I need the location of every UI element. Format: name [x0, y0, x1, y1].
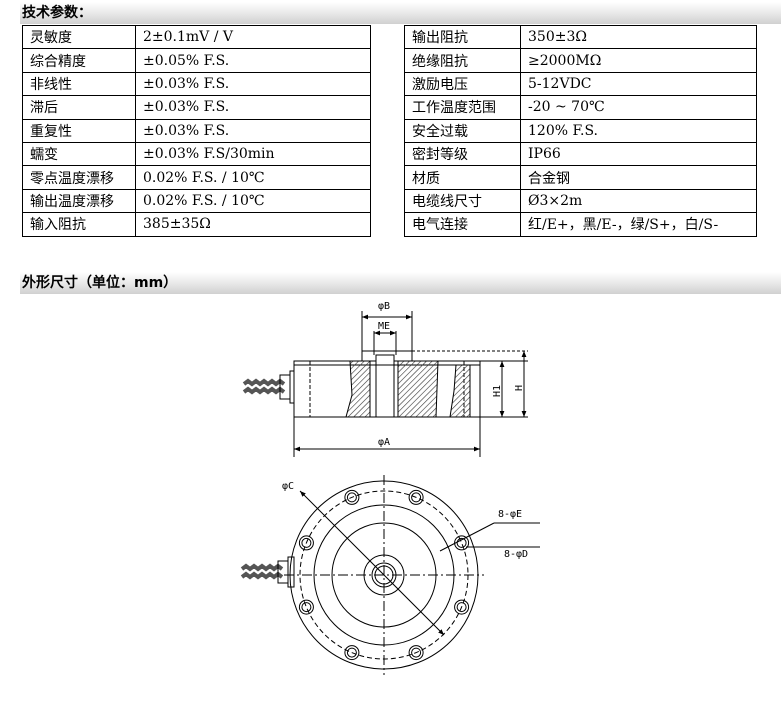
mounting-hole: [298, 535, 314, 551]
specs-section-title: 技术参数：: [20, 2, 781, 24]
spec-label: 滞后: [22, 95, 136, 120]
spec-label: 工作温度范围: [404, 95, 521, 120]
label-me: ME: [378, 321, 390, 332]
spec-value: -20 ~ 70℃: [520, 95, 757, 120]
spec-value: ±0.05% F.S.: [135, 48, 371, 73]
spec-label: 输出温度漂移: [22, 188, 136, 214]
label-phi-b: φB: [378, 301, 390, 312]
spec-label: 输出阻抗: [404, 24, 521, 50]
spec-label: 非线性: [22, 71, 136, 97]
spec-value: 385±35Ω: [135, 212, 371, 237]
spec-row: 重复性±0.03% F.S.: [22, 118, 371, 143]
spec-value: IP66: [520, 141, 757, 167]
spec-value: ±0.03% F.S.: [135, 95, 371, 120]
mounting-hole: [301, 537, 312, 548]
mounting-hole: [454, 535, 470, 551]
mounting-hole: [411, 492, 422, 503]
spec-value: ±0.03% F.S.: [135, 118, 371, 143]
spec-label: 灵敏度: [22, 24, 136, 50]
spec-value: ±0.03% F.S/30min: [135, 141, 371, 167]
load-cell-drawing: φB ME H1 H φA φC 8-φE 8-φD: [240, 301, 540, 675]
spec-value: 0.02% F.S. / 10℃: [135, 165, 371, 190]
spec-value: ≥2000MΩ: [520, 48, 757, 73]
label-h: H: [514, 385, 525, 391]
label-h1: H1: [492, 385, 503, 397]
spec-value: Ø3×2m: [520, 188, 757, 214]
spec-label: 蠕变: [22, 141, 136, 167]
spec-label: 绝缘阻抗: [404, 48, 521, 73]
spec-value: 0.02% F.S. / 10℃: [135, 188, 371, 214]
spec-row: 滞后±0.03% F.S.: [22, 95, 371, 120]
spec-value: 2±0.1mV / V: [135, 24, 371, 50]
label-phi-c: φC: [282, 481, 294, 492]
spec-value: 合金钢: [520, 165, 757, 190]
spec-label: 零点温度漂移: [22, 165, 136, 190]
side-view: [242, 311, 528, 457]
mounting-holes: [298, 489, 470, 661]
spec-value: 红/E+，黑/E-，绿/S+，白/S-: [520, 212, 757, 237]
mounting-hole: [344, 645, 360, 661]
top-view: [240, 475, 540, 675]
spec-value: 5-12VDC: [520, 71, 757, 97]
spec-label: 材质: [404, 165, 521, 190]
spec-label: 综合精度: [22, 48, 136, 73]
spec-label: 重复性: [22, 118, 136, 143]
spec-label: 密封等级: [404, 141, 521, 167]
mounting-hole: [411, 647, 422, 658]
mounting-hole: [454, 599, 470, 615]
mounting-hole: [408, 489, 424, 505]
spec-label: 电缆线尺寸: [404, 188, 521, 214]
spec-row: 材质合金钢: [404, 165, 757, 190]
mounting-hole: [408, 645, 424, 661]
spec-row: 电气连接红/E+，黑/E-，绿/S+，白/S-: [404, 212, 757, 237]
spec-row: 绝缘阻抗≥2000MΩ: [404, 48, 757, 73]
spec-value: 120% F.S.: [520, 118, 757, 143]
mounting-hole: [298, 599, 314, 615]
spec-row: 蠕变±0.03% F.S/30min: [22, 141, 371, 167]
spec-label: 安全过载: [404, 118, 521, 143]
mounting-hole: [346, 647, 357, 658]
mounting-hole: [456, 602, 467, 613]
spec-row: 工作温度范围-20 ~ 70℃: [404, 95, 757, 120]
label-holes-e: 8-φE: [498, 509, 522, 520]
spec-value: 350±3Ω: [520, 24, 757, 50]
label-holes-d: 8-φD: [504, 549, 528, 560]
spec-value: ±0.03% F.S.: [135, 71, 371, 97]
spec-row: 非线性±0.03% F.S.: [22, 71, 371, 97]
spec-label: 激励电压: [404, 71, 521, 97]
mounting-hole: [456, 537, 467, 548]
spec-row: 综合精度±0.05% F.S.: [22, 48, 371, 73]
label-phi-a: φA: [378, 437, 390, 448]
spec-label: 输入阻抗: [22, 212, 136, 237]
spec-label: 电气连接: [404, 212, 521, 237]
mounting-hole: [346, 492, 357, 503]
dimensions-section-title: 外形尺寸（单位：mm）: [20, 272, 781, 294]
mounting-hole: [344, 489, 360, 505]
mounting-hole: [301, 602, 312, 613]
